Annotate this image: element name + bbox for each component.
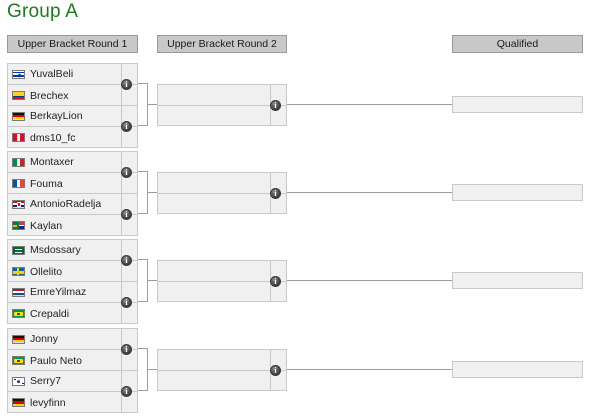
page-title: Group A [7, 1, 79, 22]
player-name: YuvalBeli [30, 68, 74, 80]
match-slot[interactable] [158, 173, 286, 194]
match-box[interactable]: Msdossary Ollelito i [7, 239, 138, 282]
round-header-qualified: Qualified [452, 35, 583, 53]
info-icon[interactable]: i [270, 276, 281, 287]
flag-icon-southkorea [12, 376, 25, 386]
match-slot[interactable] [158, 106, 286, 127]
info-icon[interactable]: i [121, 121, 132, 132]
match-slot[interactable]: Jonny [8, 329, 137, 350]
match-box[interactable]: i [157, 260, 287, 302]
match-slot[interactable]: Kaylan [8, 215, 137, 236]
match-slot[interactable]: Ollelito [8, 261, 137, 282]
match-box[interactable]: YuvalBeli Brechex i [7, 63, 138, 106]
info-icon[interactable]: i [121, 167, 132, 178]
match-slot[interactable]: Montaxer [8, 152, 137, 173]
match-box[interactable]: i [157, 172, 287, 214]
qualified-slot[interactable] [452, 361, 583, 378]
player-name: Jonny [30, 333, 59, 345]
player-name: Fouma [30, 177, 63, 190]
info-icon[interactable]: i [121, 344, 132, 355]
info-icon[interactable]: i [270, 100, 281, 111]
qualified-slot[interactable] [452, 272, 583, 289]
match-slot[interactable] [158, 261, 286, 282]
info-icon[interactable]: i [121, 386, 132, 397]
match-slot[interactable]: levyfinn [8, 392, 137, 413]
flag-icon-southafrica [12, 221, 25, 230]
flag-icon-colombia [12, 91, 25, 100]
player-name: dms10_fc [30, 131, 76, 144]
match-slot[interactable]: EmreYilmaz [8, 282, 137, 303]
round-header-upper-bracket-round-2: Upper Bracket Round 2 [157, 35, 287, 53]
match-box[interactable]: i [157, 349, 287, 391]
player-name: Kaylan [30, 219, 63, 232]
match-slot[interactable]: Msdossary [8, 240, 137, 261]
flag-icon-france [12, 179, 25, 188]
flag-icon-germany [12, 111, 25, 121]
player-name: Msdossary [30, 244, 81, 256]
info-icon[interactable]: i [270, 365, 281, 376]
flag-icon-italy [12, 157, 25, 167]
flag-icon-brazil [12, 309, 25, 318]
round-header-upper-bracket-round-1: Upper Bracket Round 1 [7, 35, 138, 53]
match-slot[interactable]: Paulo Neto [8, 350, 137, 371]
flag-icon-peru [12, 133, 25, 142]
player-name: Ollelito [30, 265, 63, 278]
info-icon[interactable]: i [121, 79, 132, 90]
match-slot[interactable] [158, 194, 286, 215]
info-icon[interactable]: i [121, 209, 132, 220]
flag-icon-netherlands [12, 287, 25, 297]
match-box[interactable]: AntonioRadelja Kaylan i [7, 193, 138, 236]
match-slot[interactable]: dms10_fc [8, 127, 137, 148]
match-slot[interactable]: AntonioRadelja [8, 194, 137, 215]
match-slot[interactable]: Serry7 [8, 371, 137, 392]
player-name: Crepaldi [30, 307, 70, 320]
match-slot[interactable] [158, 282, 286, 303]
flag-icon-germany [12, 398, 25, 407]
info-icon[interactable]: i [270, 188, 281, 199]
player-name: Brechex [30, 89, 69, 102]
player-name: Montaxer [30, 156, 74, 168]
match-box[interactable]: EmreYilmaz Crepaldi i [7, 281, 138, 324]
match-slot[interactable]: Crepaldi [8, 303, 137, 324]
player-name: Paulo Neto [30, 354, 82, 367]
info-icon[interactable]: i [121, 255, 132, 266]
match-slot[interactable]: Brechex [8, 85, 137, 106]
player-name: EmreYilmaz [30, 286, 87, 298]
match-box[interactable]: i [157, 84, 287, 126]
flag-icon-sweden [12, 267, 25, 276]
flag-icon-saudiarabia [12, 245, 25, 255]
player-name: AntonioRadelja [30, 198, 102, 210]
flag-icon-brazil [12, 356, 25, 365]
match-slot[interactable]: BerkayLion [8, 106, 137, 127]
match-box[interactable]: BerkayLion dms10_fc i [7, 105, 138, 148]
match-box[interactable]: Montaxer Fouma i [7, 151, 138, 194]
qualified-slot[interactable] [452, 96, 583, 113]
info-icon[interactable]: i [121, 297, 132, 308]
match-slot[interactable] [158, 85, 286, 106]
flag-icon-germany [12, 334, 25, 344]
match-slot[interactable]: Fouma [8, 173, 137, 194]
flag-icon-israel [12, 69, 25, 79]
match-box[interactable]: Serry7 levyfinn i [7, 370, 138, 413]
player-name: Serry7 [30, 375, 61, 387]
flag-icon-croatia [12, 199, 25, 209]
match-slot[interactable]: YuvalBeli [8, 64, 137, 85]
match-slot[interactable] [158, 350, 286, 371]
qualified-slot[interactable] [452, 184, 583, 201]
match-slot[interactable] [158, 371, 286, 392]
match-box[interactable]: Jonny Paulo Neto i [7, 328, 138, 371]
player-name: BerkayLion [30, 110, 83, 122]
player-name: levyfinn [30, 396, 66, 409]
